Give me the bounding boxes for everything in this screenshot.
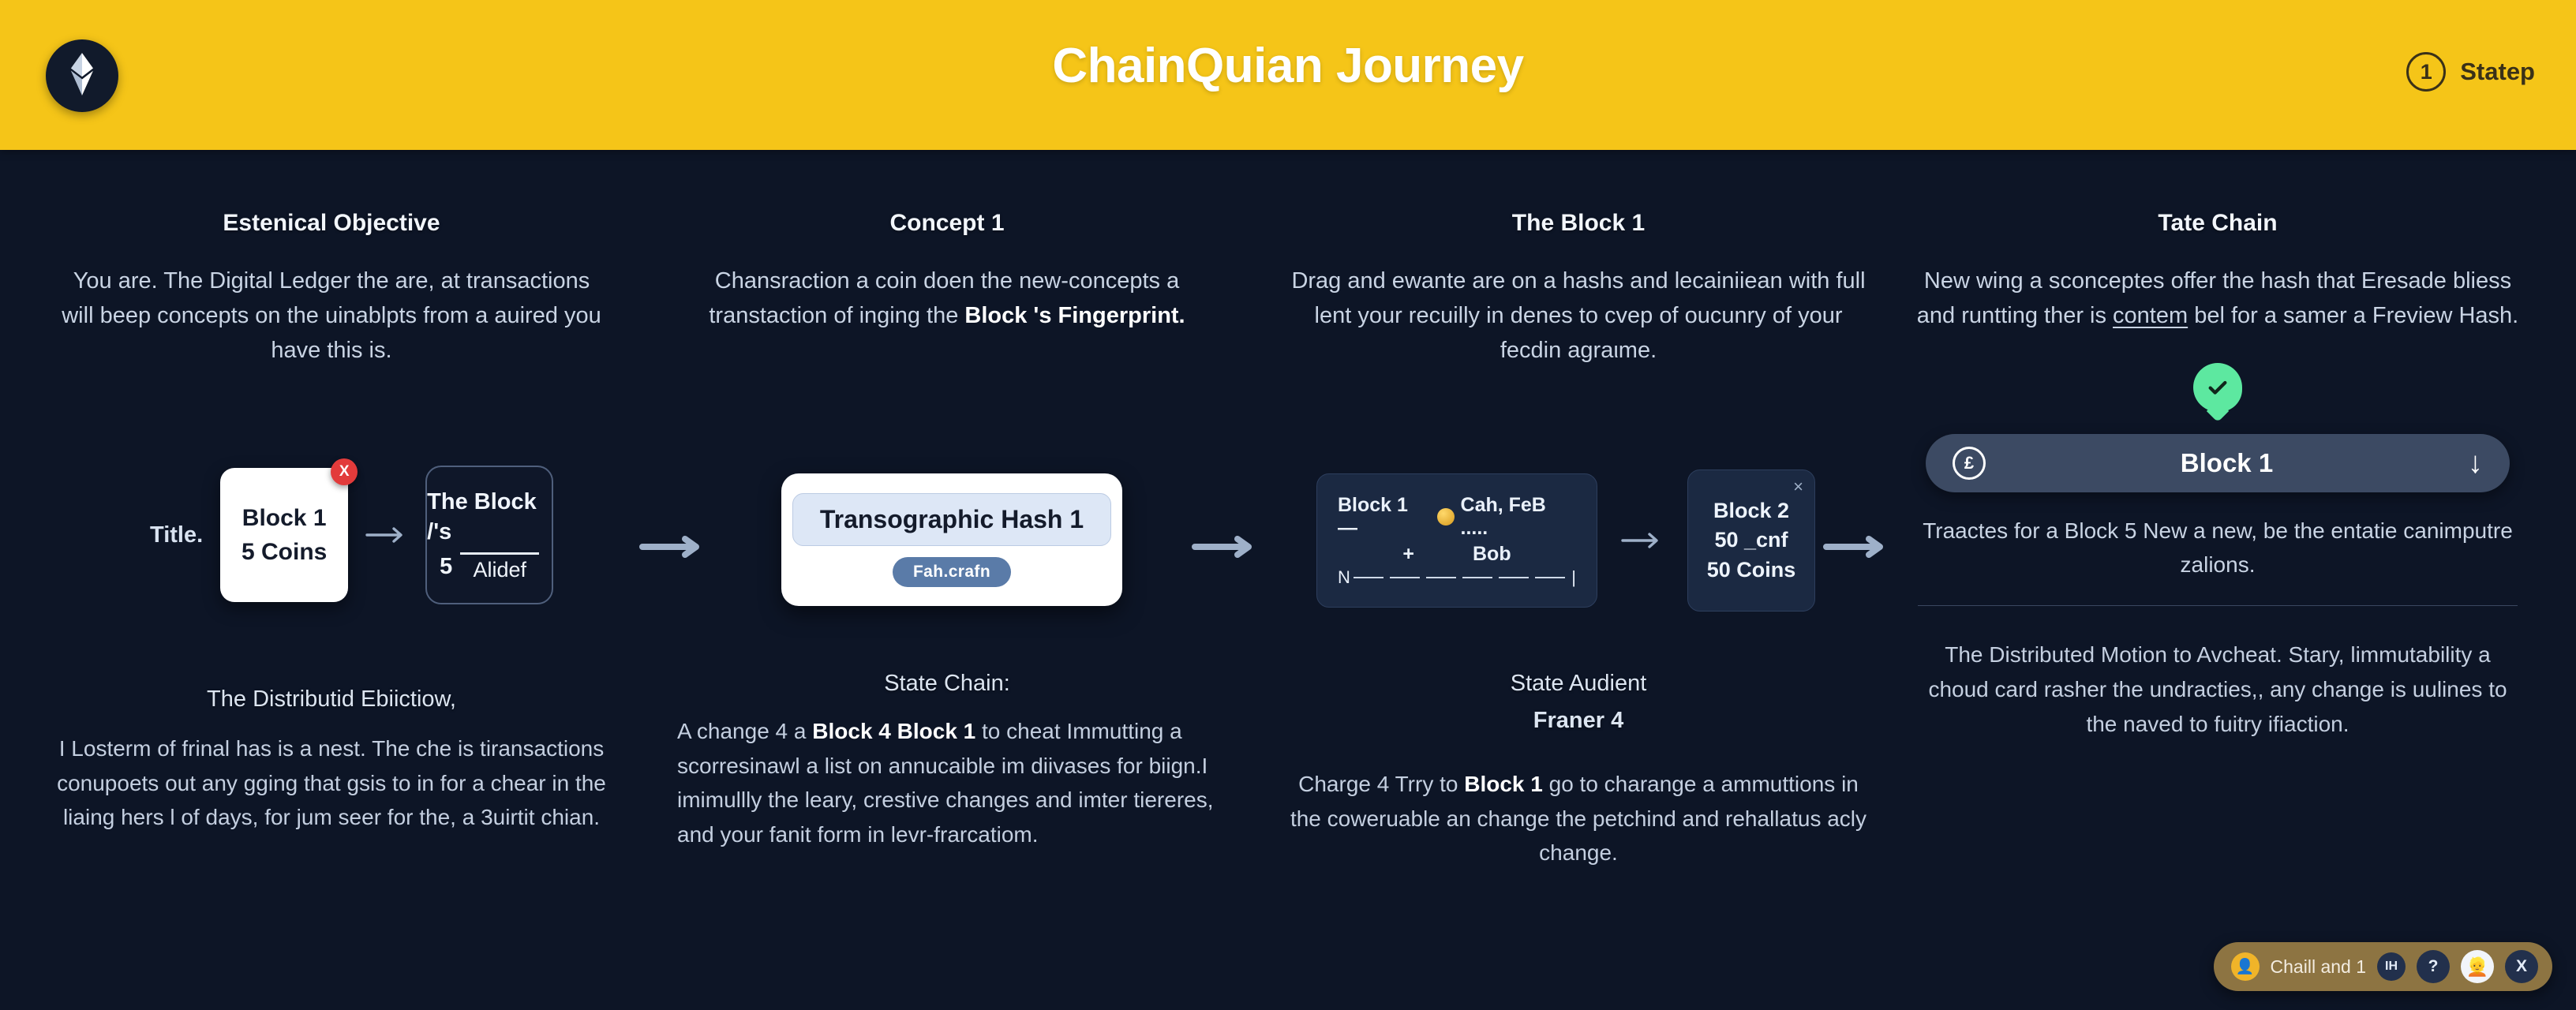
step-indicator[interactable]: 1 Statep	[2406, 52, 2535, 92]
col2-fb-bold: Block 4 Block 1	[812, 719, 976, 743]
col3-footer-title: State Audient	[1510, 671, 1647, 696]
arrow-right-icon-1to2	[639, 535, 707, 559]
arrow-right-icon-inner3	[1621, 532, 1664, 549]
block2-line1: Block 2	[1713, 499, 1790, 523]
transaction-r3-start: N	[1338, 567, 1350, 587]
yellow-person-icon: 👤	[2230, 952, 2260, 981]
step-number-badge: 1	[2406, 52, 2447, 92]
page-title: ChainQuian Journey	[1052, 39, 1524, 93]
arrow-right-icon-2to3	[1192, 535, 1260, 559]
block1-card-line2: 5 Coins	[241, 539, 328, 565]
column-chain: Tate Chain New wing a sconceptes offer t…	[1894, 150, 2541, 1010]
block1-card-line1: Block 1	[242, 504, 327, 531]
hash-card[interactable]: Transographic Hash 1 Fah.crafn	[781, 473, 1122, 606]
help-icon[interactable]: ?	[2417, 950, 2450, 983]
col4-heading: Tate Chain	[2158, 210, 2278, 236]
fraction-card-title: The Block /'s	[427, 489, 537, 544]
user-avatar[interactable]: 👱	[2461, 950, 2494, 983]
transaction-card[interactable]: Block 1 — Cah, FeB ..... + Bob N |	[1316, 473, 1597, 608]
transaction-r1-b: Cah, FeB .....	[1460, 493, 1546, 539]
currency-icon: £	[1953, 447, 1986, 481]
col4-body-2: bel for a samer a Freview Hash.	[2188, 303, 2519, 329]
col3-fb-bold: Block 1	[1464, 772, 1543, 796]
col2-footer-title: State Chain:	[884, 671, 1010, 696]
col2-footer-body: A change 4 a Block 4 Block 1 to cheat Im…	[631, 714, 1263, 852]
col2-heading: Concept 1	[889, 210, 1005, 236]
block2-line3: 50 Coins	[1706, 557, 1796, 582]
column-objective: Estenical Objective You are. The Digital…	[32, 150, 631, 1010]
col4-body-link[interactable]: contem	[2113, 303, 2188, 329]
col2-fb1: A change 4 a	[677, 719, 813, 743]
transaction-row-3: N |	[1338, 567, 1576, 588]
block2-card[interactable]: × Block 2 50 _cnf 50 Coins	[1687, 469, 1815, 612]
transaction-row-2: + Bob	[1338, 543, 1576, 566]
fraction-bar	[460, 552, 540, 555]
col3-heading: The Block 1	[1511, 210, 1646, 236]
crystal-logo-icon	[64, 51, 100, 101]
arrow-down-icon[interactable]: ↓	[2468, 447, 2483, 481]
transaction-row-1: Block 1 — Cah, FeB .....	[1338, 494, 1576, 540]
chat-widget-bar[interactable]: 👤 Chaill and 1 IH ? 👱 X	[2213, 942, 2552, 991]
col4-footer-body: The Distributed Motion to Avcheat. Stary…	[1928, 642, 2507, 736]
transaction-recipient: Bob	[1473, 542, 1511, 565]
col3-fb1: Charge 4 Trry to	[1298, 772, 1465, 796]
gold-coin-icon	[1437, 507, 1455, 526]
close-icon[interactable]: X	[2505, 950, 2538, 983]
col3-footer-subtitle: Franer 4	[1533, 708, 1624, 733]
close-badge-icon[interactable]: X	[331, 458, 358, 485]
close-icon[interactable]: ×	[1793, 477, 1803, 496]
transaction-plus: +	[1402, 542, 1414, 565]
block-pill-label: Block 1	[2180, 448, 2274, 478]
fraction-denominator: Alidef	[473, 557, 526, 582]
diagram-title-label: Title.	[150, 522, 204, 548]
col3-fb2: go to charange a ammuttions in the cower…	[1290, 772, 1867, 866]
section-divider	[1918, 605, 2518, 607]
green-check-pin-icon	[2193, 363, 2242, 423]
col3-body: Drag and ewante are on a hashs and lecai…	[1291, 268, 1866, 364]
col1-footer-body: I Losterm of frinal has is a nest. The c…	[57, 736, 606, 830]
fraction-group: 5 Alidef	[440, 552, 540, 582]
block-fraction-card[interactable]: The Block /'s 5 Alidef	[425, 466, 554, 604]
dashed-line	[1353, 576, 1569, 578]
hash-input-field[interactable]: Transographic Hash 1	[792, 492, 1112, 546]
transaction-r1-a: Block 1 —	[1338, 493, 1408, 539]
chat-badge[interactable]: IH	[2377, 952, 2406, 981]
hash-chip-badge: Fah.crafn	[892, 556, 1012, 587]
step-label: Statep	[2460, 58, 2535, 85]
diagram-col2: Transographic Hash 1 Fah.crafn	[781, 473, 1122, 606]
chat-widget-label: Chaill and 1	[2270, 956, 2366, 977]
col3-footer-body: Charge 4 Trry to Block 1 go to charange …	[1263, 767, 1894, 870]
diagram-col1: Title. X Block 1 5 Coins The Block /'s 5…	[150, 458, 554, 604]
arrow-right-icon	[365, 526, 408, 544]
col2-body: Chansraction a coin doen the new-concept…	[631, 264, 1263, 333]
column-block: The Block 1 Drag and ewante are on a has…	[1263, 150, 1894, 1010]
column-concept: Concept 1 Chansraction a coin doen the n…	[631, 150, 1263, 1010]
col2-body-plain: Chansraction a coin doen the new-concept…	[709, 268, 1180, 329]
col4-body: New wing a sconceptes offer the hash tha…	[1894, 264, 2541, 333]
block1-card[interactable]: X Block 1 5 Coins	[220, 458, 358, 602]
app-header: ChainQuian Journey 1 Statep	[0, 0, 2576, 150]
col1-body: You are. The Digital Ledger the are, at …	[62, 268, 601, 364]
col4-body-1: New wing a sconceptes offer the hash tha…	[1916, 268, 2512, 329]
col1-heading: Estenical Objective	[223, 210, 440, 236]
app-logo[interactable]	[46, 39, 118, 112]
transaction-r3-end: |	[1571, 567, 1576, 587]
diagram-col3: Block 1 — Cah, FeB ..... + Bob N | × Blo…	[1316, 469, 1815, 612]
arrow-right-icon-3to4	[1823, 535, 1891, 559]
col2-body-bold: Block 's Fingerprint.	[964, 303, 1185, 329]
block2-line2: 50 _cnf	[1714, 528, 1788, 552]
fraction-numerator: 5	[440, 554, 453, 580]
col1-footer-title: The Distributid Ebiictiow,	[207, 686, 456, 712]
block-pill[interactable]: £ Block 1 ↓	[1926, 434, 2510, 493]
col4-pill-caption: Traactes for a Block 5 New a new, be the…	[1923, 518, 2513, 577]
col2-fb2: to cheat Immutting a scorresinawl a list…	[677, 719, 1214, 847]
